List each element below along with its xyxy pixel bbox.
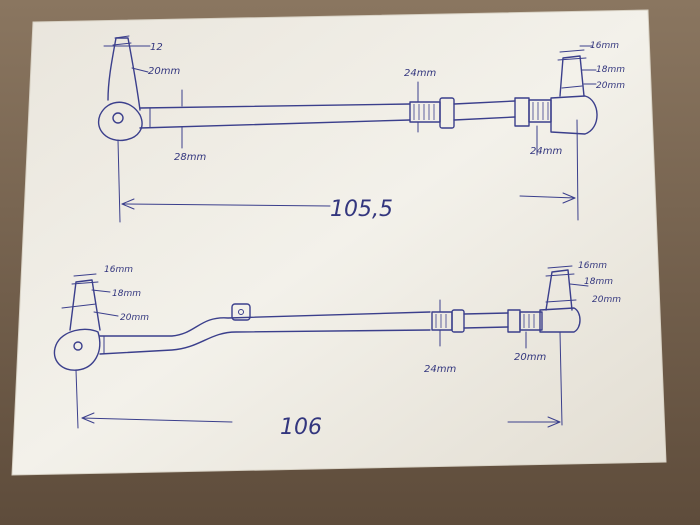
top-left-joint-hole [112,112,124,124]
top-rod-label: 28mm [174,152,206,163]
top-drawing [97,35,598,223]
top-left-dim-2: 20mm [148,66,180,77]
top-right-housing [550,95,598,135]
top-right-dim-1: 16mm [590,41,619,51]
bottom-right-dim-1: 16mm [578,261,607,271]
bottom-right-dim-3: 20mm [592,295,621,305]
paper-sheet [11,9,667,476]
bottom-left-ball-joint [53,328,101,371]
top-middle-label: 24mm [404,68,436,79]
top-right-stud [559,55,585,97]
top-right-dim-2: 18mm [596,65,625,75]
bottom-left-joint-hole [73,341,83,351]
bottom-right-stud [545,269,573,311]
bottom-length-label: 106 [280,415,322,440]
top-length-label: 105,5 [330,197,393,222]
bottom-drawing [53,265,589,429]
bottom-left-dim-3: 20mm [120,313,149,323]
top-middle-nut [439,97,455,129]
top-left-dim-1: 12 [150,42,163,53]
bottom-left-dim-2: 18mm [112,289,141,299]
top-left-stud [107,37,141,111]
bottom-left-stud [69,279,101,331]
bottom-rod-marker [231,303,251,321]
top-right-bottom-label: 24mm [530,146,562,157]
bottom-right-bottom-label: 20mm [514,352,546,363]
bottom-rod [99,311,431,337]
top-right-dim-3: 20mm [596,81,625,91]
bottom-middle-label: 24mm [424,364,456,375]
bottom-middle-nut [451,309,465,333]
top-left-ball-joint [97,101,143,142]
bottom-right-housing [539,307,581,333]
bottom-left-dim-1: 16mm [104,265,133,275]
bottom-right-dim-2: 18mm [584,277,613,287]
